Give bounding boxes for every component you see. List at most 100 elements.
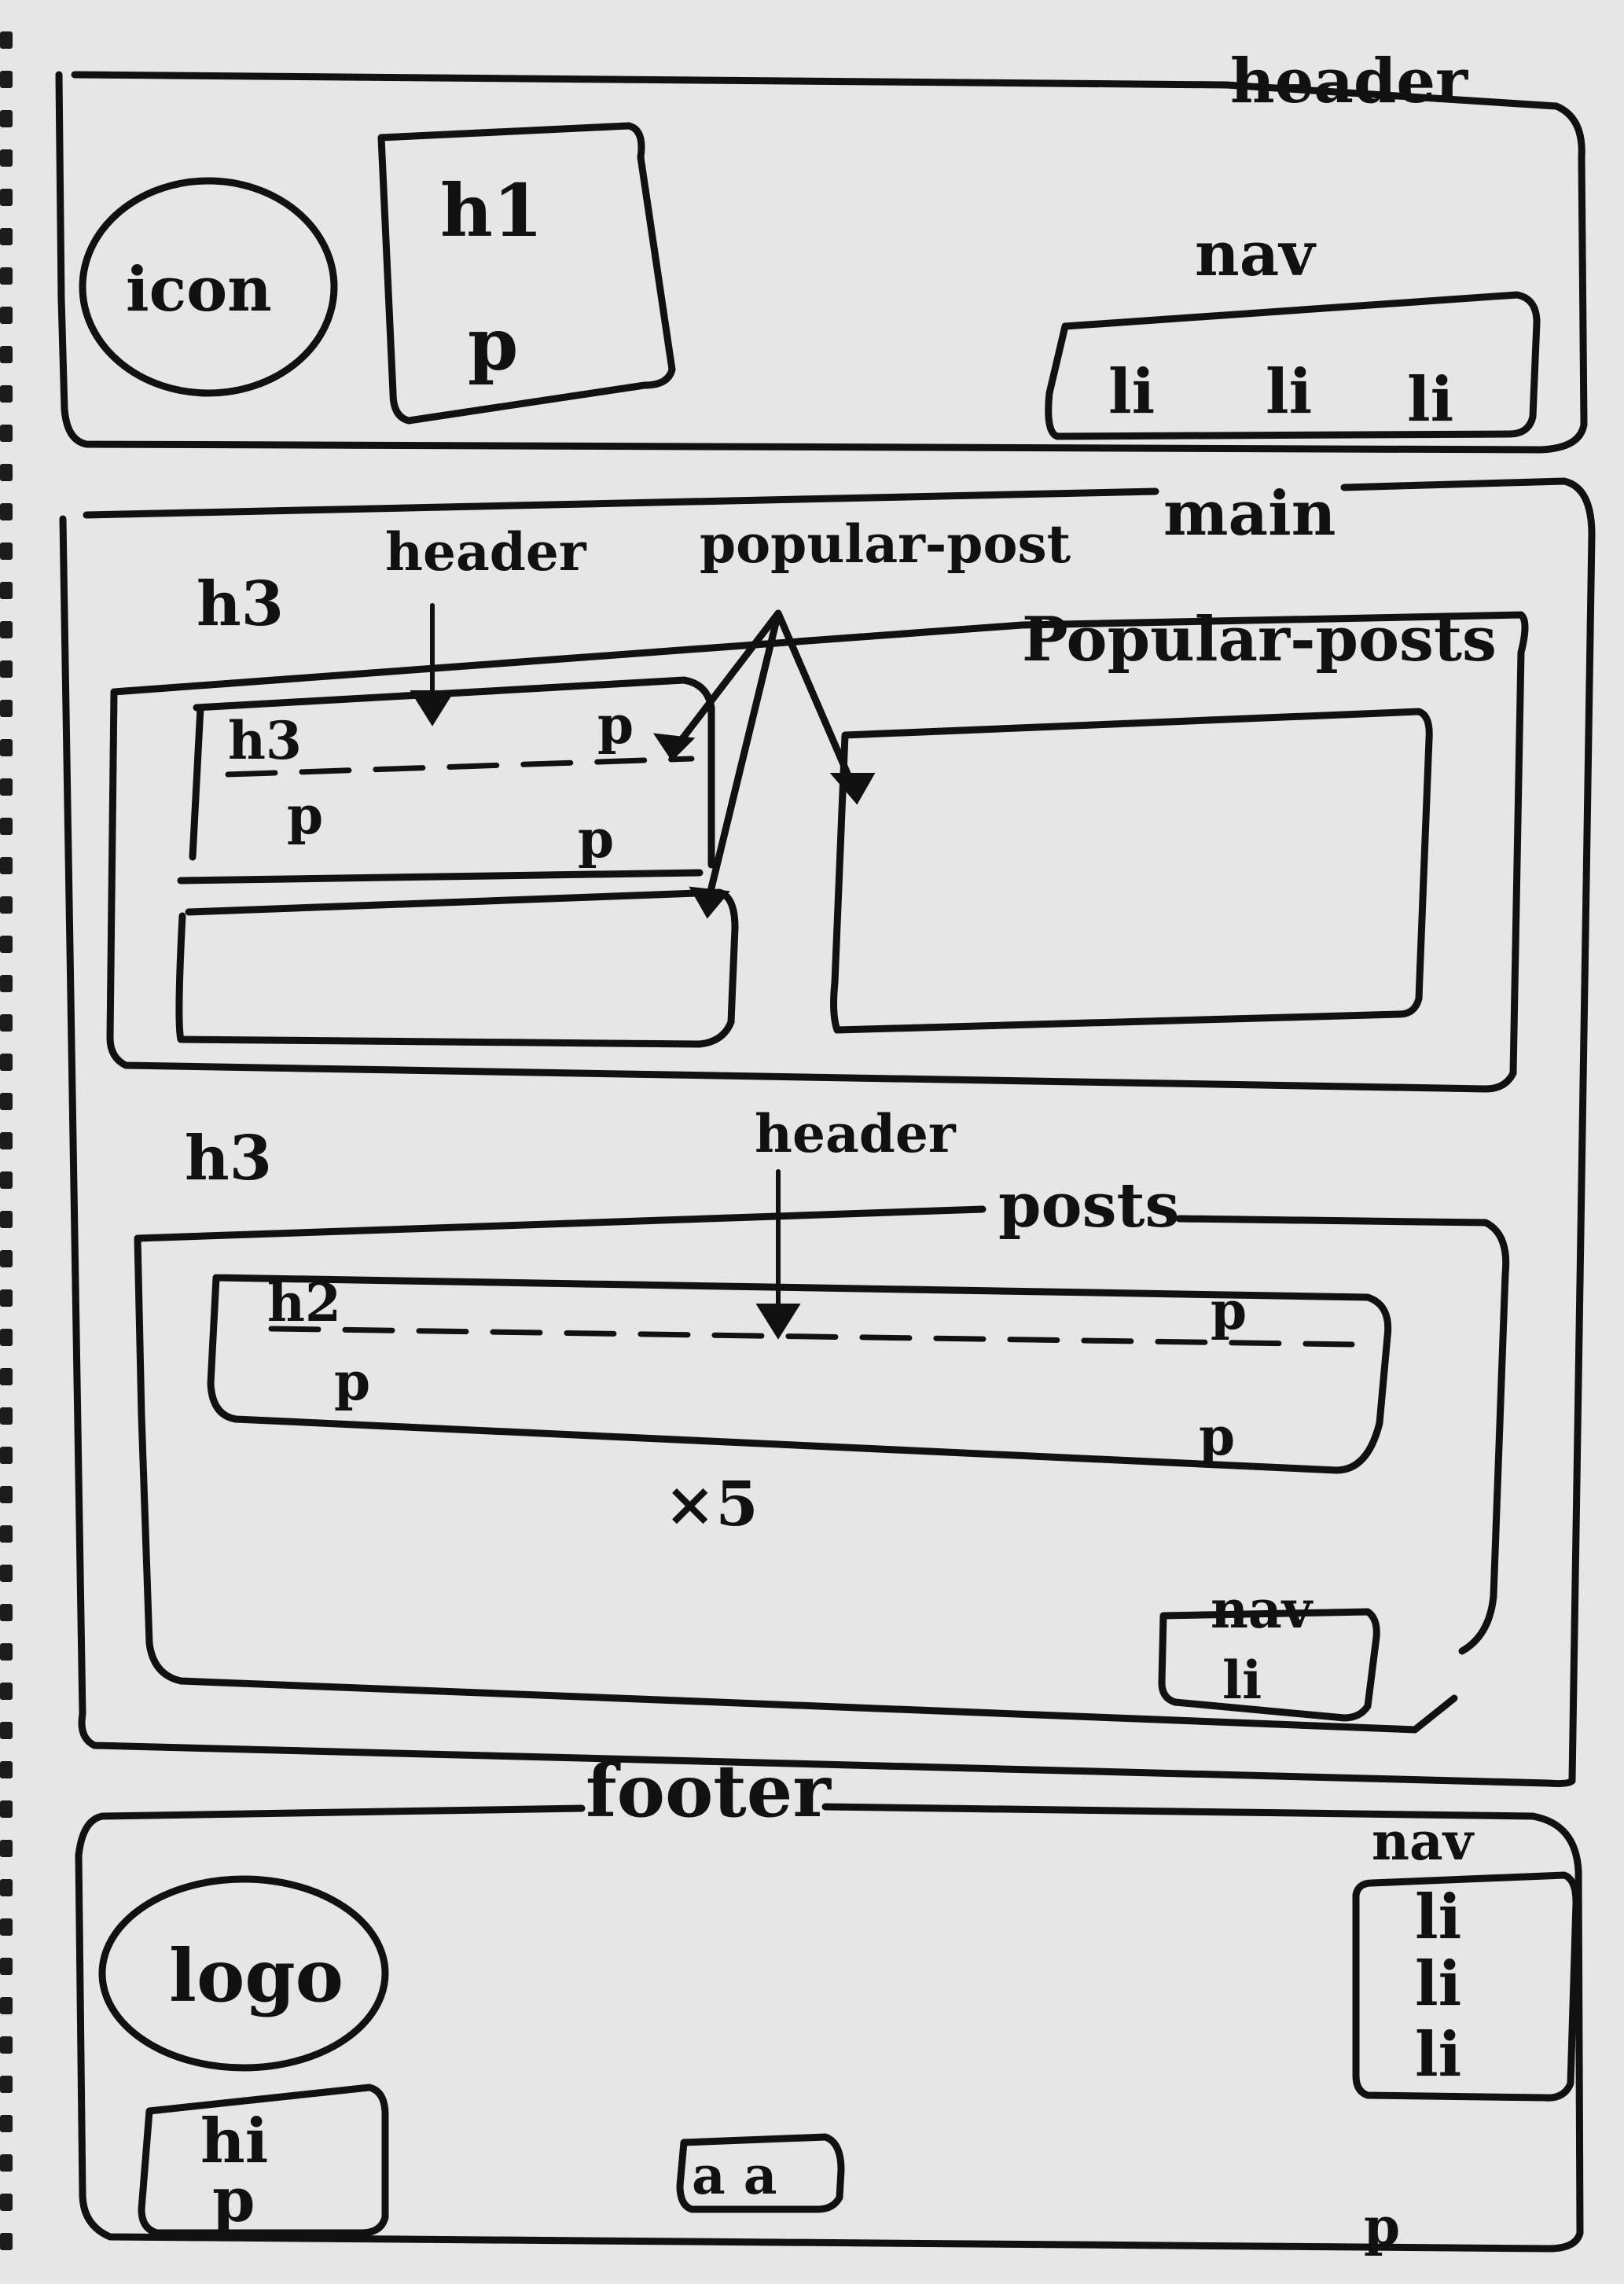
spiral-ring (0, 189, 13, 206)
popular-card-left-lower (175, 888, 739, 1048)
spiral-ring (0, 2154, 13, 2172)
footer-h-label: hi (200, 2106, 268, 2177)
spiral-ring (0, 1486, 13, 1503)
spiral-ring (0, 542, 13, 560)
spiral-ring (0, 1014, 13, 1032)
footer-logo-label: logo (169, 1933, 344, 2018)
notebook-spiral-rings (0, 31, 13, 2250)
spiral-ring (0, 2076, 13, 2093)
popular-post-annotation: popular-post (700, 513, 1071, 575)
main-section: main h3 header popular-post Popular-post… (59, 477, 1596, 1788)
posts-nav-title: nav (1211, 1579, 1314, 1640)
popular-card-left (177, 676, 715, 885)
spiral-ring (0, 778, 13, 796)
spiral-ring (0, 464, 13, 481)
posts-title: posts (998, 1170, 1179, 1241)
spiral-ring (0, 1958, 13, 1975)
header-title: header (1230, 46, 1468, 117)
posts-repeat-note: ×5 (664, 1469, 759, 1540)
header-nav-item-2: li (1266, 356, 1312, 428)
spiral-ring (0, 71, 13, 88)
posts-row-p-bottom: p (1199, 1406, 1235, 1467)
footer-nav-item-1: li (1415, 1881, 1461, 1953)
spiral-ring (0, 1211, 13, 1228)
footer-nav-box (1352, 1871, 1580, 2102)
header-icon-circle (79, 177, 338, 397)
header-title-block (377, 122, 676, 425)
spiral-ring (0, 1250, 13, 1267)
popular-card-right (830, 708, 1433, 1034)
spiral-ring (0, 936, 13, 953)
spiral-ring (0, 1054, 13, 1071)
spiral-ring (0, 1879, 13, 1896)
spiral-ring (0, 1525, 13, 1543)
popular-card-h3: h3 (228, 710, 302, 771)
header-section: header icon h1 p nav li li li (55, 46, 1588, 454)
spiral-ring (0, 1132, 13, 1149)
footer-logo-circle (98, 1875, 389, 2072)
spiral-ring (0, 818, 13, 835)
main-title: main (1163, 478, 1336, 550)
posts-header-annotation: header (755, 1103, 957, 1164)
spiral-ring (0, 149, 13, 167)
footer-p-label: p (212, 2164, 255, 2236)
popular-card-header-rule (225, 756, 695, 778)
spiral-ring (0, 1329, 13, 1346)
spiral-ring (0, 582, 13, 599)
main-outline (59, 477, 1596, 1788)
footer-outline (75, 1803, 1584, 2253)
footer-info-box (138, 2084, 389, 2237)
posts-row-header-rule (268, 1326, 1355, 1348)
header-nav-item-1: li (1108, 356, 1155, 428)
spiral-ring (0, 267, 13, 285)
spiral-ring (0, 385, 13, 403)
spiral-ring (0, 2233, 13, 2250)
spiral-ring (0, 110, 13, 127)
header-nav-item-3: li (1407, 364, 1453, 436)
footer-bottom-p: p (1364, 2196, 1400, 2257)
spiral-ring (0, 896, 13, 914)
spiral-ring (0, 1171, 13, 1189)
spiral-ring (0, 1997, 13, 2014)
posts-nav-item: li (1222, 1650, 1262, 1711)
spiral-ring (0, 660, 13, 678)
spiral-ring (0, 1447, 13, 1464)
spiral-ring (0, 1761, 13, 1778)
spiral-ring (0, 31, 13, 49)
footer-nav-item-3: li (1415, 2019, 1461, 2091)
header-h1-label: h1 (440, 168, 543, 253)
posts-row-p-left: p (334, 1351, 370, 1412)
spiral-ring (0, 1565, 13, 1582)
spiral-ring (0, 1289, 13, 1307)
spiral-ring (0, 1918, 13, 1936)
footer-nav-item-2: li (1415, 1948, 1461, 2020)
spiral-ring (0, 2115, 13, 2132)
spiral-ring (0, 1604, 13, 1621)
popular-card-p-left: p (287, 785, 323, 846)
spiral-ring (0, 228, 13, 245)
header-icon-label: icon (126, 254, 272, 325)
footer-center-box (676, 2133, 845, 2213)
posts-row-p-top: p (1211, 1280, 1247, 1341)
popular-card-p-top: p (597, 694, 634, 756)
posts-nav-box (1158, 1608, 1380, 1722)
posts-row-h2: h2 (267, 1272, 341, 1333)
header-nav-box (1045, 291, 1541, 440)
posts-h3-label: h3 (185, 1123, 272, 1194)
posts-row (207, 1274, 1392, 1474)
spiral-ring (0, 1407, 13, 1425)
spiral-ring (0, 700, 13, 717)
spiral-ring (0, 739, 13, 756)
popular-card-p-bottom: p (578, 808, 614, 870)
spiral-ring (0, 1722, 13, 1739)
spiral-ring (0, 1683, 13, 1700)
spiral-ring (0, 2036, 13, 2054)
popular-posts-box (106, 611, 1529, 1093)
header-nav-title: nav (1195, 219, 1317, 290)
spiral-ring (0, 857, 13, 874)
spiral-ring (0, 1800, 13, 1818)
spiral-ring (0, 1093, 13, 1110)
spiral-ring (0, 307, 13, 324)
header-p-label: p (468, 302, 518, 387)
